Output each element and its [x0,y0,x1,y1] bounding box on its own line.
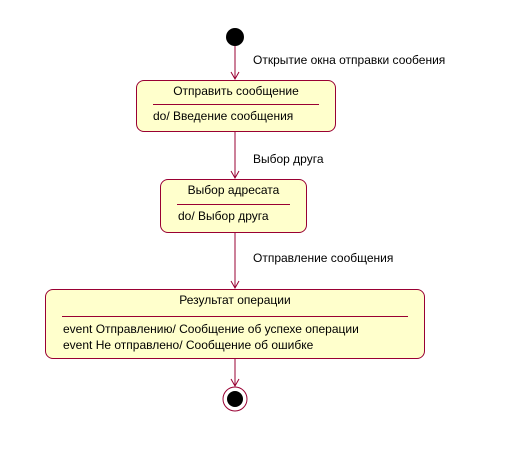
state-name: Выбор адресата [187,183,280,197]
state-divider [177,204,290,205]
transition-label-sending: Отправление сообщения [253,251,394,265]
transition-label-choose-friend: Выбор друга [253,152,324,166]
state-action: event Отправлению/ Сообщение об успехе о… [63,322,359,336]
state-name: Результат операции [179,293,291,307]
state-choose-recipient: Выбор адресата do/ Выбор друга [160,179,307,233]
state-divider [62,316,408,317]
state-send-message: Отправить сообщение do/ Введение сообщен… [136,80,336,132]
transition-label-open-window: Открытие окна отправки сообения [253,53,446,67]
state-name: Отправить сообщение [173,84,299,98]
state-action: do/ Выбор друга [178,209,269,223]
state-operation-result: Результат операции event Отправлению/ Со… [45,289,425,359]
state-action: do/ Введение сообщения [153,109,294,123]
final-state [222,386,248,412]
initial-state [226,28,244,46]
state-action: event Не отправлено/ Сообщение об ошибке [63,338,314,352]
state-divider [153,104,319,105]
